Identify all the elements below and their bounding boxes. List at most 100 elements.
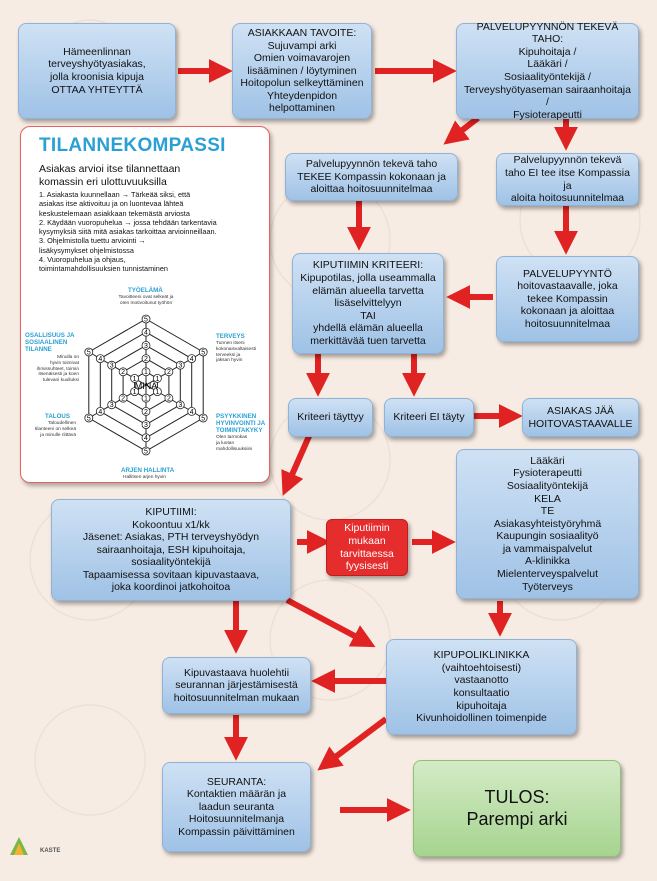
- axis-desc-finance: Taloudellinen tilanteeni on selkeä ja mi…: [34, 421, 76, 438]
- compass-center-label: MINÄ: [135, 381, 158, 391]
- compass-scale-dot: [175, 360, 185, 370]
- pain-clinic-box: KIPUPOLIKLINIKKA (vaihtoehtoisesti) vast…: [386, 639, 577, 735]
- compass-scale-number: 3: [178, 402, 182, 409]
- client-goal-box: ASIAKKAAN TAVOITE: Sujuvampi arki Omien …: [232, 23, 372, 119]
- client-contact-box: Hämeenlinnan terveyshyötyasiakas, jolla …: [18, 23, 176, 119]
- axis-desc-health: Tunnen itseni kokonaisvaltaisesti tervee…: [216, 341, 256, 364]
- compass-scale-dot: [152, 387, 162, 397]
- kaste-logo-text: KASTE: [40, 848, 61, 854]
- hameen-arki-logo: [8, 835, 46, 859]
- compass-scale-number: 5: [87, 415, 91, 422]
- compass-title: TILANNEKOMPASSI: [39, 135, 226, 156]
- compass-scale-number: 4: [98, 356, 102, 363]
- referrer-box: PALVELUPYYNNÖN TEKEVÄ TAHO: Kipuhoitaja …: [456, 21, 639, 121]
- arrow: [317, 716, 388, 771]
- compass-scale-dot: [95, 354, 105, 364]
- compass-scale-dot: [198, 347, 208, 357]
- compass-scale-dot: [141, 406, 151, 416]
- compass-scale-dot: [141, 354, 151, 364]
- compass-scale-number: 4: [144, 435, 148, 442]
- axis-label-health: TERVEYS: [216, 333, 245, 340]
- axis-label-finance: TALOUS: [45, 413, 70, 420]
- compass-scale-number: 2: [167, 396, 171, 403]
- compass-scale-dot: [118, 393, 128, 403]
- compass-scale-number: 4: [190, 356, 194, 363]
- axis-desc-psychological: Olen tarmokas ja luotan mahdollisuuksiin…: [216, 435, 253, 452]
- compass-scale-dot: [107, 400, 117, 410]
- compass-scale-number: 1: [155, 389, 159, 396]
- partners-box: Lääkäri Fysioterapeutti Sosiaalityönteki…: [456, 449, 639, 599]
- criteria-met-box: Kriteeri täyttyy: [288, 398, 373, 437]
- compass-scale-number: 5: [144, 316, 148, 323]
- compass-scale-dot: [141, 327, 151, 337]
- axis-label-daily-life: ARJEN HALLINTA: [121, 467, 175, 474]
- physical-meeting-badge: Kiputiimin mukaan tarvittaessa fyysisest…: [326, 519, 408, 576]
- compass-scale-number: 2: [121, 369, 125, 376]
- axis-desc-social: Minulla on hyvin toimivat ihmissuhteet, …: [36, 355, 79, 383]
- compass-scale-number: 3: [144, 343, 148, 350]
- compass-scale-number: 4: [190, 409, 194, 416]
- arrow: [281, 432, 313, 496]
- compass-scale-number: 2: [121, 396, 125, 403]
- compass-scale-number: 5: [144, 448, 148, 455]
- follow-up-box: SEURANTA: Kontaktien määrän ja laadun se…: [162, 762, 311, 852]
- compass-scale-dot: [95, 406, 105, 416]
- pain-team-box: KIPUTIIMI: Kokoontuu x1/kk Jäsenet: Asia…: [51, 499, 291, 601]
- compass-scale-dot: [141, 393, 151, 403]
- compass-scale-dot: [130, 387, 139, 397]
- compass-scale-number: 1: [144, 396, 148, 403]
- axis-label-social: OSALLISUUS JA SOSIAALINEN TILANNE: [25, 332, 75, 354]
- compass-subtitle: Asiakas arvioi itse tilannettaan komassi…: [39, 163, 181, 189]
- situation-compass-panel: TILANNEKOMPASSI Asiakas arvioi itse tila…: [20, 126, 270, 483]
- compass-scale-number: 2: [167, 369, 171, 376]
- compass-scale-number: 1: [144, 369, 148, 376]
- compass-scale-dot: [130, 373, 139, 383]
- axis-desc-work: Tavoitteeni ovat selkeät ja oIen motivoi…: [118, 295, 174, 306]
- compass-scale-dot: [152, 373, 162, 383]
- compass-instructions: 1. Asiakasta kuunnellaan → Tärkeää siksi…: [39, 190, 217, 274]
- arrow: [285, 597, 376, 648]
- compass-scale-number: 1: [155, 376, 159, 383]
- coordinator-box: Kipuvastaava huolehtii seurannan järjest…: [162, 657, 311, 714]
- compass-scale-number: 4: [144, 330, 148, 337]
- leaf-logo-icon: [10, 837, 28, 855]
- compass-scale-dot: [198, 413, 208, 423]
- compass-scale-dot: [84, 347, 94, 357]
- compass-scale-dot: [164, 393, 174, 403]
- referrer-does-compass-box: Palvelupyynnön tekevä taho TEKEE Kompass…: [285, 153, 458, 201]
- service-request-box: PALVELUPYYNTÖ hoitovastaavalle, joka tek…: [496, 256, 639, 342]
- compass-scale-dot: [141, 367, 151, 377]
- arrow: [443, 115, 480, 145]
- axis-desc-daily-life: Hallitsen arjen hyvin: [123, 475, 166, 480]
- compass-scale-dot: [141, 420, 151, 430]
- compass-scale-dot: [187, 354, 197, 364]
- axis-label-work: TYÖELÄMÄ: [128, 287, 163, 294]
- compass-scale-number: 4: [98, 409, 102, 416]
- compass-scale-dot: [141, 314, 151, 324]
- compass-scale-number: 5: [87, 349, 91, 356]
- compass-scale-dot: [118, 367, 128, 377]
- client-stays-box: ASIAKAS JÄÄ HOITOVASTAAVALLE: [522, 398, 639, 437]
- pain-team-criteria-box: KIPUTIIMIN KRITEERI: Kipupotilas, jolla …: [292, 253, 444, 354]
- compass-scale-dot: [187, 406, 197, 416]
- compass-scale-dot: [107, 360, 117, 370]
- compass-scale-number: 3: [110, 363, 114, 370]
- axis-label-psychological: PSYYKKINEN HYVINVOINTI JA TOIMINTAKYKY: [216, 413, 266, 435]
- compass-scale-number: 3: [144, 422, 148, 429]
- compass-scale-dot: [141, 340, 151, 350]
- compass-scale-number: 3: [110, 402, 114, 409]
- compass-scale-number: 5: [201, 415, 205, 422]
- compass-scale-dot: [84, 413, 94, 423]
- compass-scale-dot: [141, 446, 151, 456]
- compass-scale-dot: [175, 400, 185, 410]
- result-box: TULOS: Parempi arki: [413, 760, 621, 857]
- compass-scale-dot: [164, 367, 174, 377]
- compass-scale-number: 1: [133, 389, 137, 396]
- referrer-no-compass-box: Palvelupyynnön tekevä taho EI tee itse K…: [496, 153, 639, 206]
- compass-scale-number: 2: [144, 356, 148, 363]
- kaste-logo: KASTE: [40, 848, 80, 854]
- compass-scale-number: 1: [133, 376, 137, 383]
- criteria-not-met-box: Kriteeri EI täyty: [384, 398, 474, 437]
- compass-scale-number: 5: [201, 349, 205, 356]
